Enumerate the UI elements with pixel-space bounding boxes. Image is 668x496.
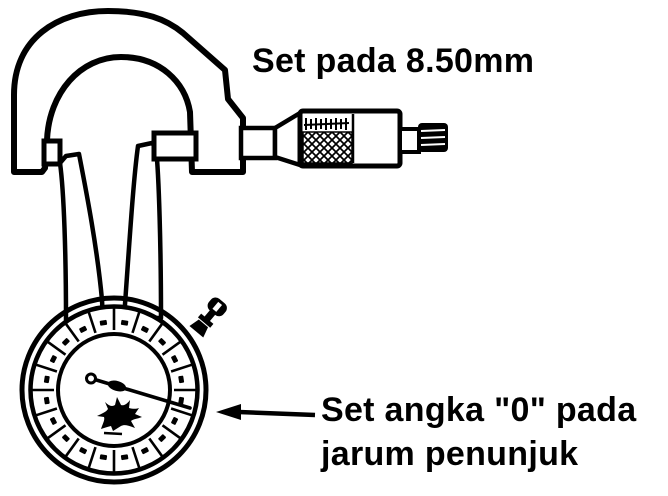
caliper-leg-right xyxy=(121,140,164,321)
needle-hub xyxy=(107,380,127,392)
thimble-knurling xyxy=(302,131,353,164)
caliper-leg-left xyxy=(57,151,106,323)
micrometer-thimble xyxy=(297,108,403,169)
micrometer-anvil xyxy=(41,138,63,167)
micrometer-spindle-tip xyxy=(151,130,199,162)
zero-setting-label-line2: jarum penunjuk xyxy=(321,435,579,473)
thimble-scale-ticks xyxy=(303,118,350,130)
dial-tick-ring xyxy=(32,308,196,472)
leader-arrow xyxy=(216,404,316,420)
dial-outer-ring xyxy=(19,295,209,485)
bezel-clamp-knob xyxy=(189,297,227,338)
pointer-needle xyxy=(85,372,192,410)
needle-tail-loop xyxy=(85,372,97,385)
micrometer-setting-label: Set pada 8.50mm xyxy=(252,42,535,80)
ratchet-stop xyxy=(398,123,448,154)
ink-smudge xyxy=(97,397,142,436)
zero-setting-label: Set angka "0" pada jarum penunjuk xyxy=(321,388,636,476)
zero-setting-label-line1: Set angka "0" pada xyxy=(321,391,637,429)
micrometer-frame xyxy=(11,8,246,175)
micrometer-shaft xyxy=(238,110,303,168)
